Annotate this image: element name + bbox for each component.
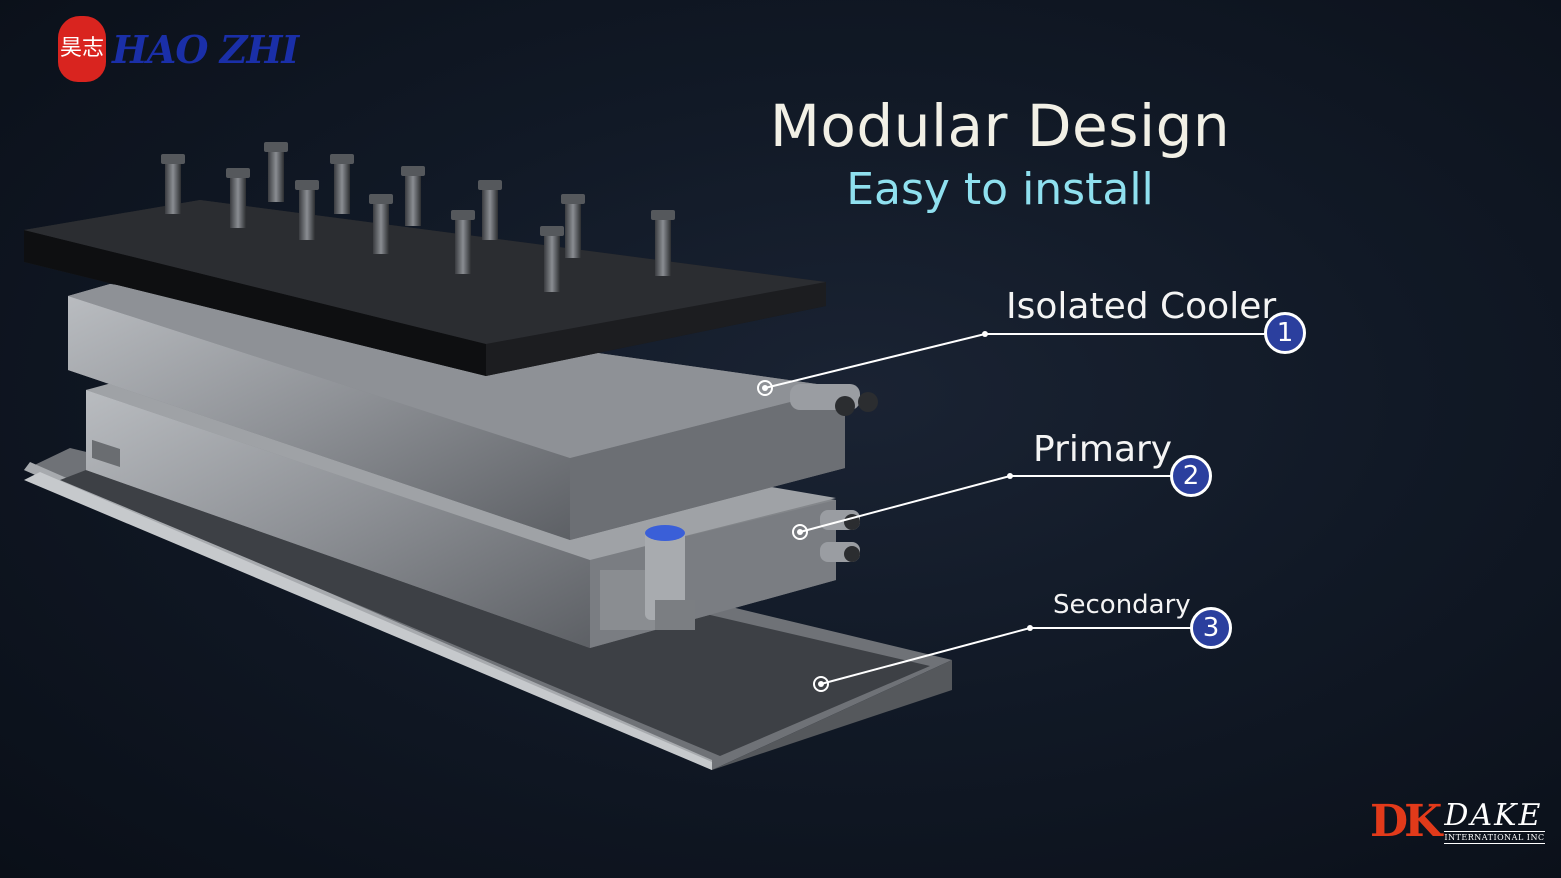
callout-badge-2: 2 (1170, 455, 1212, 497)
dake-name: DAKE (1444, 798, 1543, 833)
dake-logo: DK DAKE INTERNATIONAL INC (1370, 800, 1545, 844)
isolated-cooler (68, 284, 845, 540)
bolts (161, 142, 675, 292)
dake-wordmark: DAKE INTERNATIONAL INC (1444, 798, 1545, 844)
cooler-fittings (790, 384, 878, 416)
haozhi-brand: HAO ZHI (112, 26, 299, 72)
callout-badge-3: 3 (1190, 607, 1232, 649)
page-subtitle: Easy to install (846, 164, 1154, 215)
dake-mark: DK (1370, 796, 1442, 847)
dake-subtitle: INTERNATIONAL INC (1444, 831, 1545, 844)
callout-label-secondary: Secondary (1053, 590, 1191, 620)
page-title: Modular Design (769, 92, 1231, 160)
mounting-plate (24, 200, 826, 376)
haozhi-logo: 昊志 HAO ZHI (58, 14, 299, 84)
haozhi-seal: 昊志 (58, 16, 106, 82)
callout-label-primary: Primary (1033, 429, 1173, 470)
primary-connector (600, 525, 695, 630)
leader-dots (757, 331, 1033, 692)
callout-badge-1: 1 (1264, 312, 1306, 354)
callout-label-isolated-cooler: Isolated Cooler (1006, 286, 1277, 327)
